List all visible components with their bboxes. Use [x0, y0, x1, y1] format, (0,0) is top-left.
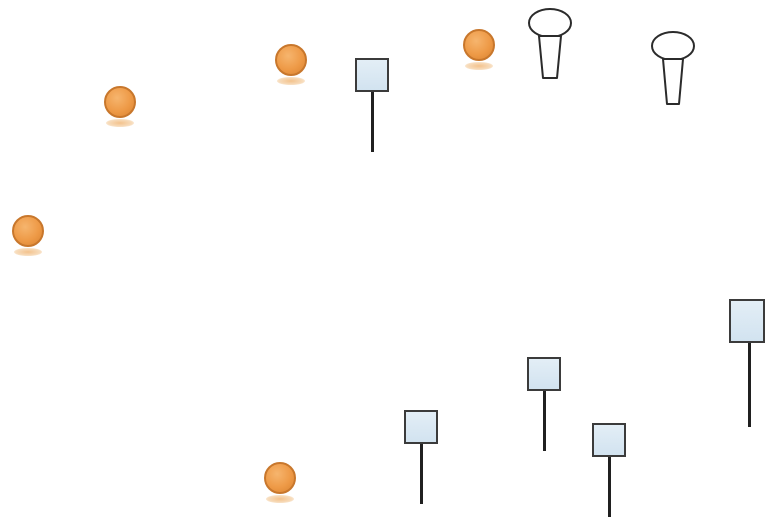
orange-coin-icon[interactable]: [6, 215, 50, 259]
signpost-panel: [729, 299, 765, 343]
signpost-pole: [420, 444, 423, 504]
signpost-pole: [543, 391, 546, 451]
coin-shadow: [106, 119, 134, 127]
coin-shadow: [465, 62, 493, 70]
orange-coin-icon[interactable]: [457, 29, 501, 73]
signpost-pole: [608, 457, 611, 517]
signpost-panel: [592, 423, 626, 457]
signpost-icon[interactable]: [404, 410, 440, 506]
orange-coin-icon[interactable]: [269, 44, 313, 88]
signpost-panel: [355, 58, 389, 92]
signpost-pole: [371, 92, 374, 152]
signpost-icon[interactable]: [592, 423, 628, 519]
signpost-pole: [748, 343, 751, 427]
orange-coin-icon[interactable]: [98, 86, 142, 130]
coin-shadow: [266, 495, 294, 503]
tee-marker-icon[interactable]: [649, 30, 697, 112]
signpost-icon[interactable]: [729, 299, 765, 429]
coin-disc: [463, 29, 495, 61]
coin-disc: [275, 44, 307, 76]
coin-shadow: [277, 77, 305, 85]
tee-marker-icon[interactable]: [526, 6, 574, 88]
coin-disc: [12, 215, 44, 247]
orange-coin-icon[interactable]: [258, 462, 302, 506]
signpost-panel: [404, 410, 438, 444]
coin-disc: [264, 462, 296, 494]
signpost-icon[interactable]: [527, 357, 563, 453]
coin-disc: [104, 86, 136, 118]
coin-shadow: [14, 248, 42, 256]
signpost-icon[interactable]: [355, 58, 391, 154]
signpost-panel: [527, 357, 561, 391]
